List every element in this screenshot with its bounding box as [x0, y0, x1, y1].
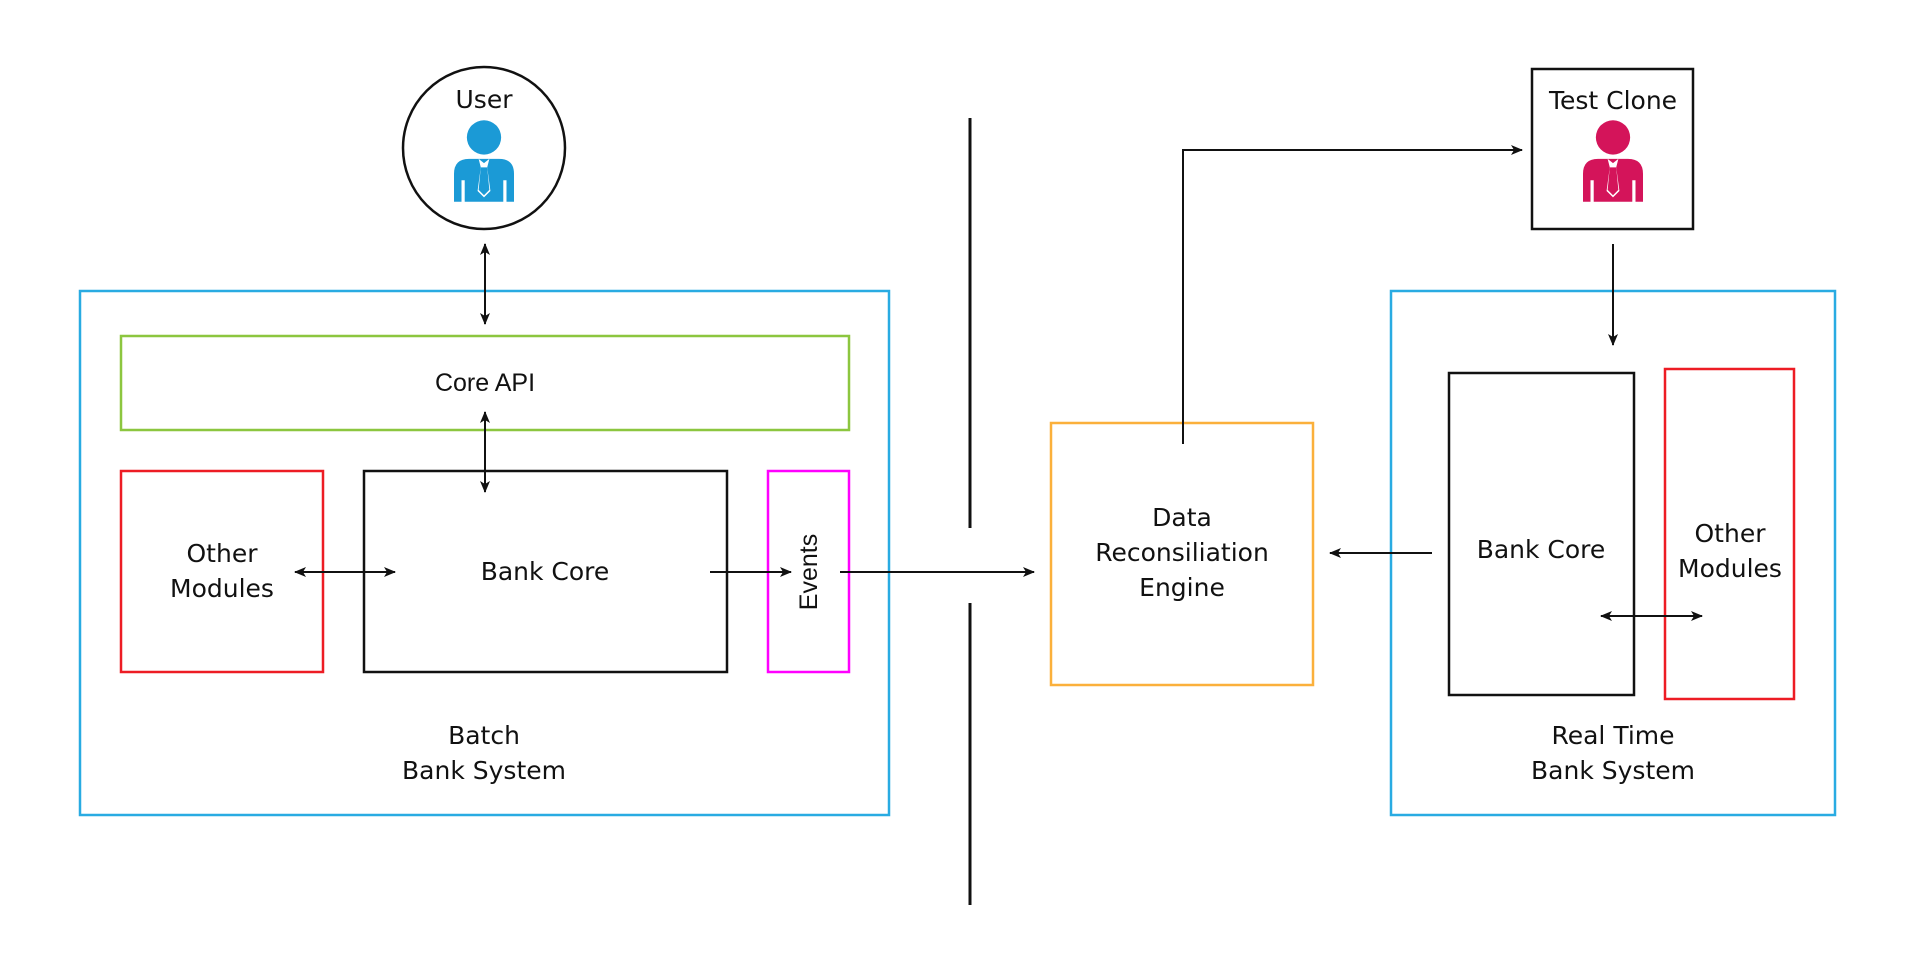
- arrow-engine-test-clone: [1182, 145, 1523, 444]
- engine-label-line2: Reconsiliation: [1095, 538, 1269, 567]
- realtime-bank-core-box[interactable]: Bank Core: [1447, 371, 1636, 697]
- realtime-system-label-line2: Bank System: [1531, 756, 1695, 785]
- batch-other-modules-box[interactable]: Other Modules: [119, 469, 325, 674]
- realtime-other-modules-line2: Modules: [1678, 554, 1782, 583]
- realtime-system-label-line1: Real Time: [1551, 721, 1674, 750]
- user-label: User: [456, 85, 514, 114]
- batch-system-label-line2: Bank System: [402, 756, 566, 785]
- user-node[interactable]: User: [401, 65, 567, 231]
- batch-other-modules-line1: Other: [187, 539, 259, 568]
- core-api-label: Core API: [435, 369, 535, 397]
- realtime-other-modules-border: [1663, 367, 1796, 701]
- user-circle: [401, 65, 567, 231]
- realtime-bank-core-border: [1447, 371, 1636, 697]
- test-clone-node[interactable]: Test Clone: [1530, 67, 1695, 231]
- batch-bank-core-label: Bank Core: [481, 557, 610, 586]
- user-person-icon: [454, 120, 514, 202]
- batch-bank-core-box[interactable]: Bank Core: [362, 469, 729, 674]
- batch-other-modules-border: [119, 469, 325, 674]
- reconciliation-engine-box[interactable]: Data Reconsiliation Engine: [1049, 421, 1315, 687]
- batch-other-modules-line2: Modules: [170, 574, 274, 603]
- events-label: Events: [795, 534, 823, 610]
- realtime-bank-core-label: Bank Core: [1477, 535, 1606, 564]
- realtime-other-modules-line1: Other: [1695, 519, 1767, 548]
- test-clone-border: [1530, 67, 1695, 231]
- batch-system-label-line1: Batch: [448, 721, 520, 750]
- test-clone-person-icon: [1583, 120, 1643, 202]
- engine-label-line3: Engine: [1139, 573, 1225, 602]
- engine-label-line1: Data: [1152, 503, 1212, 532]
- test-clone-label: Test Clone: [1548, 86, 1677, 115]
- realtime-other-modules-box[interactable]: Other Modules: [1663, 367, 1796, 701]
